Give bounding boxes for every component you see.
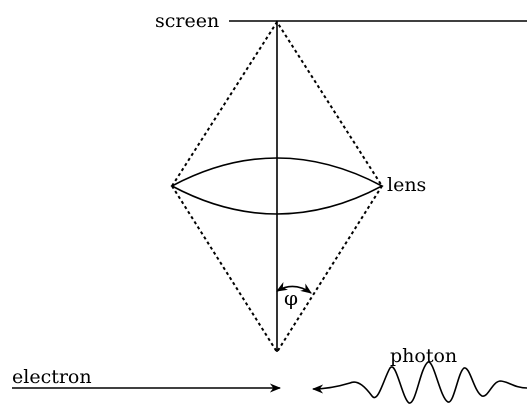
photon-wave-arrow <box>311 361 527 404</box>
lens-shape <box>170 157 384 215</box>
electron-label: electron <box>12 366 92 388</box>
photon-label: photon <box>390 345 457 367</box>
angle-phi-label: φ <box>284 286 298 310</box>
angle-arc <box>276 282 312 294</box>
screen-label: screen <box>155 10 219 32</box>
lens-label: lens <box>387 174 426 196</box>
